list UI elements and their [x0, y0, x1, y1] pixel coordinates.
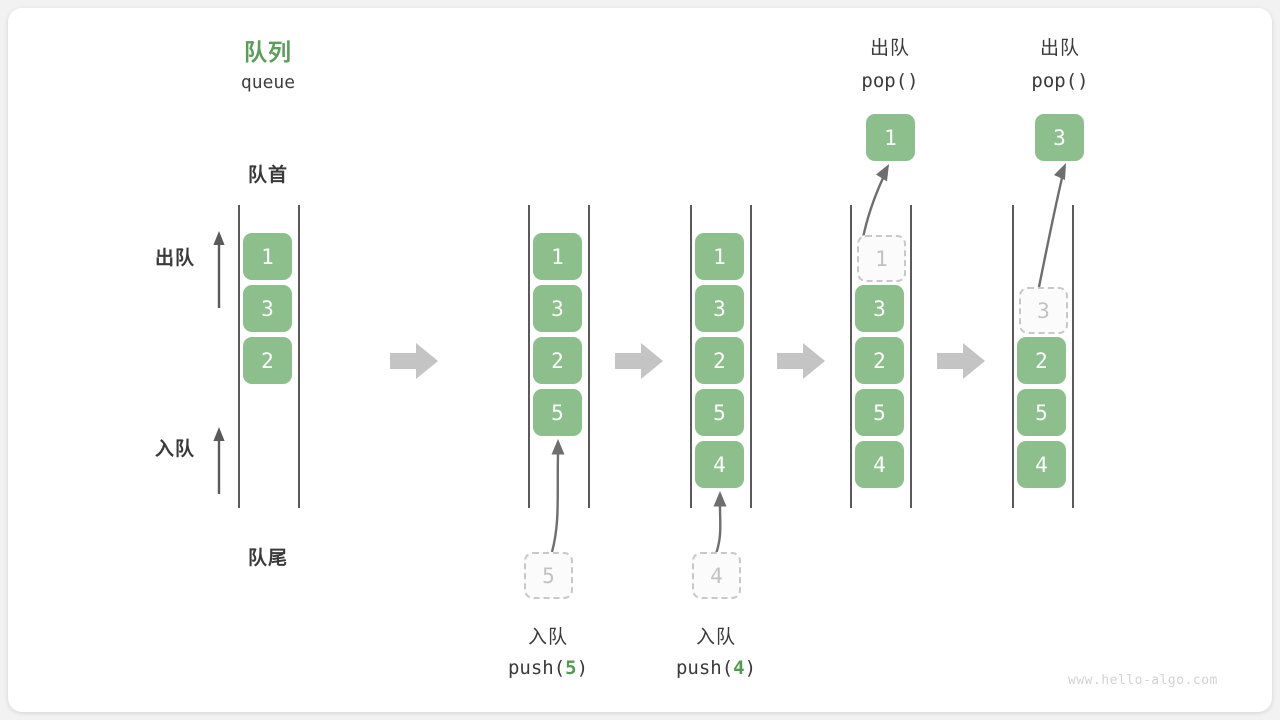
- enqueue-direction-arrow: [213, 427, 225, 494]
- queue-box: 4: [855, 441, 904, 488]
- vacated-box: 3: [1019, 287, 1068, 334]
- queue-rail-right: [298, 205, 300, 508]
- queue-box: 1: [533, 233, 582, 280]
- queue-rail-left: [1012, 205, 1014, 508]
- push-arrow-4: [713, 491, 727, 555]
- push-label-cn: 入队: [695, 627, 736, 648]
- dequeue-side-label: 出队: [154, 248, 195, 269]
- queue-box: 5: [695, 389, 744, 436]
- push-code-suffix: ): [744, 657, 757, 679]
- push-arrow-5: [550, 439, 565, 553]
- queue-box: 3: [243, 285, 292, 332]
- queue-box: 5: [1017, 389, 1066, 436]
- queue-rail-left: [528, 205, 530, 508]
- front-label: 队首: [247, 165, 288, 186]
- queue-box: 3: [855, 285, 904, 332]
- queue-rail-left: [238, 205, 240, 508]
- pop-arrow-1: [861, 164, 889, 239]
- pending-push-box: 5: [524, 552, 573, 599]
- queue-box: 2: [855, 337, 904, 384]
- vacated-box: 1: [857, 235, 906, 282]
- queue-box: 2: [695, 337, 744, 384]
- queue-box: 3: [533, 285, 582, 332]
- flow-arrow-3: [777, 343, 825, 379]
- queue-box: 3: [695, 285, 744, 332]
- queue-box-pushed: 5: [533, 389, 582, 436]
- rear-label: 队尾: [247, 548, 288, 569]
- push-code-value: 5: [565, 657, 577, 679]
- queue-rail-right: [910, 205, 912, 508]
- queue-box: 2: [243, 337, 292, 384]
- pop-label-cn: 出队: [1039, 38, 1080, 59]
- queue-rail-right: [1072, 205, 1074, 508]
- queue-box: 1: [243, 233, 292, 280]
- queue-box: 5: [855, 389, 904, 436]
- push-code-prefix: push(: [507, 657, 566, 679]
- queue-box: 4: [1017, 441, 1066, 488]
- push-code-prefix: push(: [675, 657, 734, 679]
- flow-arrow-2: [615, 343, 663, 379]
- queue-box: 1: [695, 233, 744, 280]
- pop-label-code: pop(): [1031, 70, 1089, 92]
- pending-push-box: 4: [692, 552, 741, 599]
- pop-label-code: pop(): [861, 70, 919, 92]
- queue-rail-left: [690, 205, 692, 508]
- queue-rail-right: [588, 205, 590, 508]
- watermark: www.hello-algo.com: [1068, 673, 1218, 688]
- flow-arrow-4: [937, 343, 985, 379]
- queue-box: 2: [1017, 337, 1066, 384]
- pop-label-cn: 出队: [869, 38, 910, 59]
- push-label-code: push(4): [656, 657, 776, 679]
- queue-box: 2: [533, 337, 582, 384]
- diagram-title-en: queue: [240, 72, 296, 93]
- push-label-cn: 入队: [527, 627, 568, 648]
- queue-rail-left: [850, 205, 852, 508]
- popped-box: 1: [866, 114, 915, 161]
- popped-box: 3: [1035, 114, 1084, 161]
- diagram-title-cn: 队列: [244, 39, 292, 65]
- queue-box-pushed: 4: [695, 441, 744, 488]
- queue-rail-right: [750, 205, 752, 508]
- dequeue-direction-arrow: [213, 231, 225, 308]
- push-label-code: push(5): [488, 657, 608, 679]
- push-code-suffix: ): [576, 657, 589, 679]
- enqueue-side-label: 入队: [154, 439, 195, 460]
- push-code-value: 4: [733, 657, 745, 679]
- pop-arrow-3: [1036, 163, 1066, 293]
- flow-arrow-1: [390, 343, 438, 379]
